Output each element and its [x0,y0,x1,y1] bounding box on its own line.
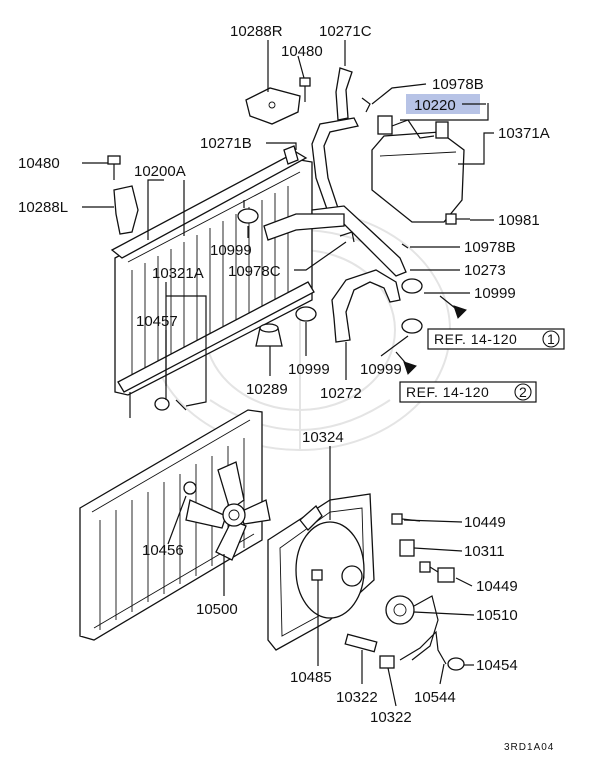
label-10485[interactable]: 10485 [290,669,332,686]
bolt-10449-b [419,561,455,583]
label-10288L[interactable]: 10288L [18,199,68,216]
clamp-10999-d [401,318,423,334]
clamp-10999-b [401,278,423,294]
label-10289[interactable]: 10289 [246,381,288,398]
label-10978B-mid[interactable]: 10978B [464,239,516,256]
clip-10454 [447,657,465,671]
label-10456[interactable]: 10456 [142,542,184,559]
ref-2-text: REF. 14-120 [406,384,489,400]
label-10978C[interactable]: 10978C [228,263,281,280]
ref-2-num: 2 [519,384,527,400]
label-10449-a[interactable]: 10449 [464,514,506,531]
bolt-10480-top [299,77,311,102]
ref-1-num: 1 [547,331,555,347]
ref-box-2[interactable]: REF. 14-120 2 [399,381,537,403]
oring-10457 [154,397,187,411]
label-10999-d[interactable]: 10999 [360,361,402,378]
label-10322-a[interactable]: 10322 [336,689,378,706]
label-10200A[interactable]: 10200A [134,163,186,180]
label-10999-b[interactable]: 10999 [474,285,516,302]
ref-1-text: REF. 14-120 [434,331,517,347]
bolt-10480-left [107,155,121,180]
label-10544[interactable]: 10544 [414,689,456,706]
radiator-lower-outline [79,409,263,641]
radiator-upper [110,145,315,418]
label-10978B-top[interactable]: 10978B [432,76,484,93]
fan-10500 [185,461,271,561]
label-10454[interactable]: 10454 [476,657,518,674]
nut-10456 [183,481,197,495]
motor-10510 [385,595,439,661]
bracket-10288R [245,87,301,125]
hose-10271 [311,67,359,215]
leader-lines [82,40,494,707]
harness-10544 [399,630,447,665]
pipe-inlet [263,213,345,241]
label-10999-c[interactable]: 10999 [288,361,330,378]
reservoir-tank-10371A [371,115,465,223]
label-10449-b[interactable]: 10449 [476,578,518,595]
bolt-10449-a [391,513,421,525]
sensor-10322-b [379,655,395,669]
bolt-10485 [311,569,323,581]
label-10480-left[interactable]: 10480 [18,155,60,172]
clip-10978C [339,231,355,243]
label-10311[interactable]: 10311 [464,543,505,560]
hose-lower-10272 [331,269,401,343]
label-10271B[interactable]: 10271B [200,135,252,152]
label-10480-top[interactable]: 10480 [281,43,323,60]
clamp-10999-c [295,306,317,322]
part-labels: 10288R 10271C 10480 10978B 10220 10371A … [18,23,565,753]
label-10510[interactable]: 10510 [476,607,518,624]
label-10457[interactable]: 10457 [136,313,178,330]
label-10322-b[interactable]: 10322 [370,709,412,726]
clip-10978B [361,97,409,249]
label-10981[interactable]: 10981 [498,212,540,229]
label-10272[interactable]: 10272 [320,385,362,402]
grommet-10289 [255,323,283,347]
label-10288R[interactable]: 10288R [230,23,283,40]
label-10999-a[interactable]: 10999 [210,242,252,259]
label-10271C[interactable]: 10271C [319,23,372,40]
label-10220[interactable]: 10220 [414,97,456,114]
label-10500[interactable]: 10500 [196,601,238,618]
highlight-10220 [406,94,480,114]
ref-box-1[interactable]: REF. 14-120 1 [427,328,565,350]
diagram-code: 3RD1A04 [504,742,554,753]
connector-10311 [399,539,415,557]
label-10324[interactable]: 10324 [302,429,344,446]
sensor-10322-a [344,633,378,653]
label-10321A[interactable]: 10321A [152,265,204,282]
bolt-10981 [445,213,470,225]
clamp-10999-a [237,200,259,224]
label-10371A[interactable]: 10371A [498,125,550,142]
bracket-10288L [113,185,139,235]
label-10273[interactable]: 10273 [464,262,506,279]
